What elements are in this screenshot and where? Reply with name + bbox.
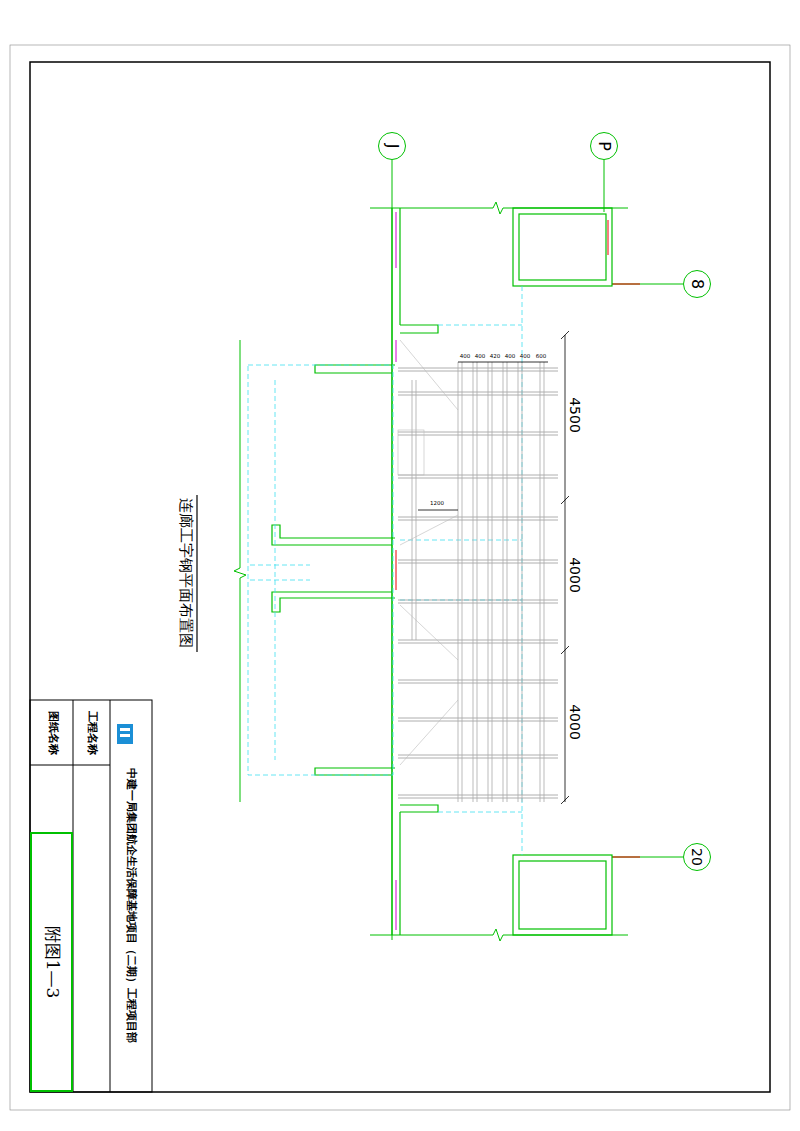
axis-mark bbox=[612, 284, 640, 285]
axis-bubble: 8 bbox=[683, 270, 711, 298]
spacing-dimension: 400 bbox=[460, 354, 471, 360]
spacing-dimension: 400 bbox=[475, 354, 486, 360]
span-dimension: 4000 bbox=[568, 557, 582, 593]
axis-bubble: J bbox=[378, 132, 406, 160]
axis-label: 20 bbox=[690, 848, 704, 866]
inner-border bbox=[30, 62, 770, 1092]
span-dimension: 4500 bbox=[568, 397, 582, 433]
axis-label: J bbox=[384, 144, 400, 149]
field-label: 工程名称 bbox=[87, 711, 98, 755]
axis-label: 8 bbox=[689, 279, 705, 289]
boundary-lines bbox=[234, 202, 628, 941]
company-logo bbox=[117, 724, 133, 744]
spacing-dimension: 1200 bbox=[430, 501, 444, 507]
axis-bubble: 20 bbox=[683, 843, 711, 871]
title-block bbox=[30, 700, 152, 1092]
wall bbox=[272, 208, 438, 935]
support-line bbox=[398, 340, 458, 765]
wall-insert bbox=[608, 220, 609, 255]
project-name: 中建一局集团航企生活保障基地项目（二期）工程项目部 bbox=[126, 768, 137, 1043]
dimension-line bbox=[418, 331, 569, 804]
longitudinal-beam bbox=[412, 362, 544, 802]
axis-lines bbox=[392, 160, 683, 940]
span-dimension: 4000 bbox=[568, 704, 582, 740]
i-beam bbox=[398, 368, 558, 798]
field-label: 图纸名称 bbox=[48, 711, 59, 755]
spacing-dimension: 600 bbox=[536, 354, 547, 360]
drawing-number-box: 附图1—3 bbox=[30, 832, 73, 1092]
axis-label: P bbox=[596, 141, 612, 151]
logo-mark bbox=[120, 734, 130, 737]
logo-mark bbox=[120, 728, 130, 731]
spacing-dimension: 420 bbox=[490, 354, 501, 360]
axis-bubble: P bbox=[590, 132, 618, 160]
spacing-dimension: 400 bbox=[520, 354, 531, 360]
axis-mark bbox=[612, 857, 640, 858]
outer-border bbox=[10, 45, 790, 1110]
wall-insert bbox=[396, 550, 397, 590]
wall-insert bbox=[396, 212, 397, 930]
drawing-number: 附图1—3 bbox=[43, 926, 60, 999]
room bbox=[513, 208, 612, 935]
title-underline bbox=[196, 495, 197, 652]
spacing-dimension: 400 bbox=[505, 354, 516, 360]
drawing-title: 连廊工字钢平面布置图 bbox=[178, 498, 193, 648]
